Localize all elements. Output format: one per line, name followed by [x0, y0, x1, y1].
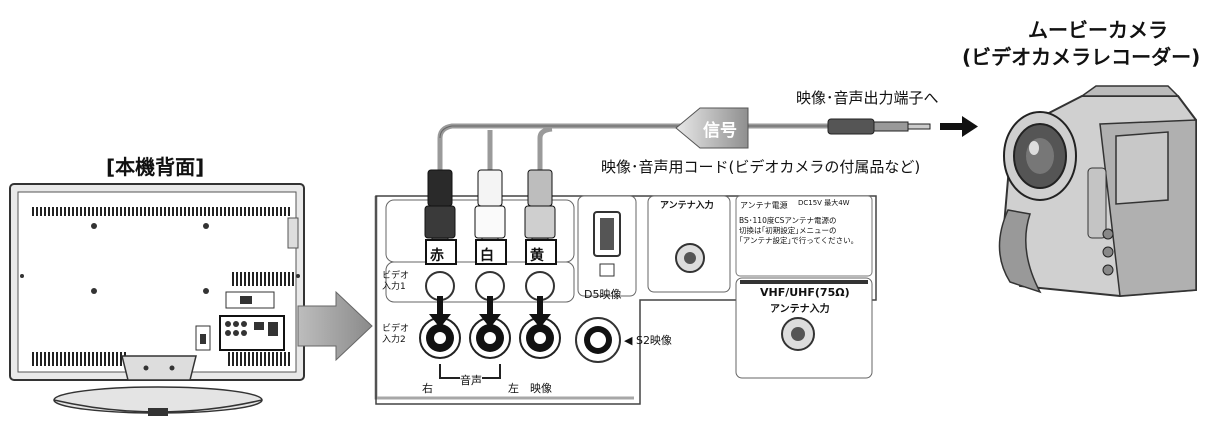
yellow-plug-label: 黄	[530, 248, 544, 264]
cord-label: 映像･音声用コード(ビデオカメラの付属品など)	[601, 158, 921, 176]
bottom-vent-right	[226, 352, 290, 366]
video-input2-label: ビデオ 入力2	[382, 324, 409, 346]
av-cable	[437, 107, 978, 176]
audio-right-label: 右	[422, 382, 433, 395]
rca-plug-white	[474, 169, 507, 265]
camera-title-line2: (ビデオカメラレコーダー)	[962, 45, 1201, 69]
bs-note-line2: 切換は｢初期設定｣メニューの	[739, 226, 837, 235]
video-input1-line1: ビデオ	[382, 271, 410, 281]
signal-arrow	[675, 107, 749, 149]
camera-title-line1: ムービーカメラ	[1028, 18, 1168, 42]
video-input1-label: ビデオ 入力1	[382, 271, 409, 293]
antenna-input-label: アンテナ入力	[660, 201, 714, 211]
zoom-arrow	[297, 290, 373, 362]
output-terminal-label: 映像･音声出力端子へ	[796, 89, 939, 107]
input2-jacks	[419, 317, 561, 359]
audio-label: 音声	[460, 372, 482, 388]
rca-plug-red	[424, 169, 457, 265]
video-input1-line2: 入力1	[382, 282, 406, 292]
signal-label: 信号	[703, 121, 737, 141]
s2-video-label: ◀ S2映像	[624, 334, 672, 347]
audio-left-label: 左	[508, 382, 519, 395]
side-vent	[232, 272, 294, 286]
top-vent	[30, 207, 292, 216]
bs-note-line1: BS･110度CSアンテナ電源の	[739, 216, 837, 225]
video-input2-line2: 入力2	[382, 335, 406, 345]
vhf-uhf-sub: アンテナ入力	[770, 304, 830, 315]
d5-video-label: D5映像	[584, 288, 622, 301]
camcorder-illustration	[998, 85, 1197, 298]
vhf-uhf-title: VHF/UHF(75Ω)	[758, 286, 852, 299]
dc-spec-label: DC15V 最大4W	[798, 199, 850, 207]
red-plug-label: 赤	[430, 248, 444, 264]
to-camera-arrow	[940, 116, 978, 137]
bottom-vent-left	[32, 352, 126, 366]
video-label: 映像	[530, 382, 552, 395]
rca-plug-yellow	[524, 169, 557, 265]
tv-back-label: [本機背面]	[106, 155, 205, 179]
video-input2-line1: ビデオ	[382, 324, 410, 334]
tv-back-illustration	[9, 183, 305, 416]
antenna-power-label: アンテナ電源	[740, 201, 788, 210]
bs-note: BS･110度CSアンテナ電源の 切換は｢初期設定｣メニューの ｢アンテナ設定｣…	[739, 216, 858, 246]
white-plug-label: 白	[480, 248, 494, 264]
bs-note-line3: ｢アンテナ設定｣で行ってください。	[739, 236, 859, 245]
